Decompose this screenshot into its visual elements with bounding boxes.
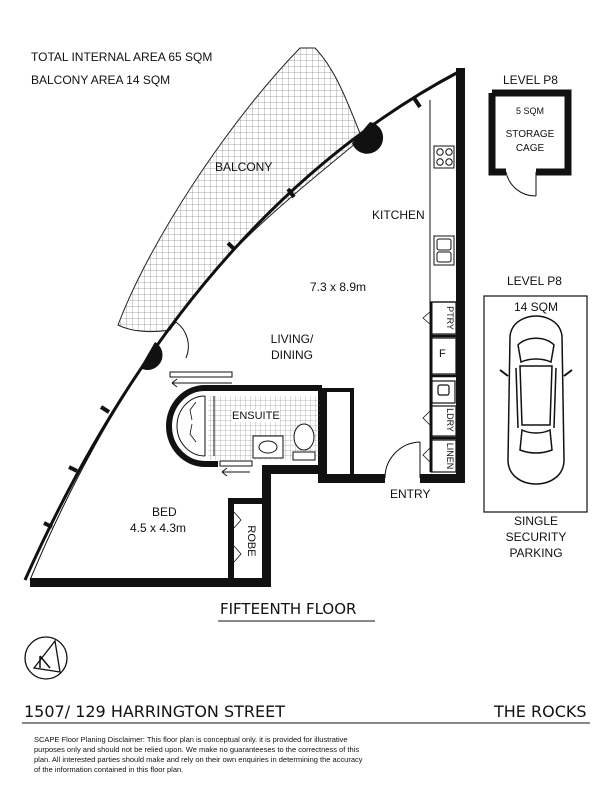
- kitchen-label: KITCHEN: [372, 208, 425, 222]
- storage-area-label: 5 SQM: [515, 106, 544, 116]
- disclaimer-line3: plan. All interested parties should make…: [34, 755, 363, 764]
- interior-walls: [30, 388, 465, 587]
- robe-door: [233, 511, 242, 563]
- total-internal-area: TOTAL INTERNAL AREA 65 SQM: [31, 50, 213, 64]
- robe-label: ROBE: [245, 525, 257, 556]
- laundry-label: LDRY: [445, 408, 455, 432]
- cabinet-door-swings: [422, 310, 432, 464]
- bed-label: BED: [152, 505, 177, 519]
- facade-mullions: [43, 96, 422, 529]
- parking-bay: [483, 295, 588, 513]
- ensuite-label: ENSUITE: [232, 410, 280, 422]
- linen-label: LINEN: [445, 443, 455, 470]
- cabinet-stack: [429, 301, 457, 473]
- living-sliding-door: [169, 371, 233, 388]
- north-arrow-icon: [24, 636, 68, 680]
- pantry-label: PTRY: [445, 306, 455, 330]
- suburb: THE ROCKS: [494, 702, 587, 721]
- balcony-door: [156, 321, 189, 359]
- toilet: [292, 423, 316, 461]
- car-icon: [499, 315, 573, 485]
- storage-level-label: LEVEL P8: [503, 73, 558, 87]
- parking-label-line3: PARKING: [509, 546, 563, 560]
- parking-level-label: LEVEL P8: [507, 274, 562, 288]
- column-west: [140, 342, 163, 371]
- kitchen-sink: [433, 235, 455, 266]
- disclaimer-line1: SCAPE Floor Planing Disclaimer: This flo…: [34, 735, 348, 744]
- east-wall: [456, 68, 465, 483]
- balcony-area-label: BALCONY AREA 14 SQM: [31, 73, 171, 87]
- entry-label: ENTRY: [390, 487, 431, 501]
- disclaimer-line4: of the information contained in this flo…: [34, 765, 184, 774]
- ensuite-walls: [166, 385, 322, 467]
- fridge-label: F: [439, 348, 446, 360]
- bed-dimensions: 4.5 x 4.3m: [130, 521, 187, 535]
- balcony-area: [117, 47, 363, 333]
- disclaimer-line2: purposes only and should not be relied u…: [34, 745, 360, 754]
- parking-area-label: 14 SQM: [513, 300, 558, 314]
- living-label-line2: DINING: [271, 348, 313, 362]
- parking-label-line2: SECURITY: [505, 530, 567, 544]
- entry-door: [384, 441, 421, 479]
- parking-label-line1: SINGLE: [513, 514, 558, 528]
- storage-cage-plan: [488, 89, 572, 197]
- storage-label-line2: CAGE: [515, 143, 545, 154]
- column-north: [352, 122, 384, 154]
- address: 1507/ 129 HARRINGTON STREET: [24, 702, 286, 721]
- living-dimensions: 7.3 x 8.9m: [310, 280, 367, 294]
- living-label-line1: LIVING/: [270, 332, 314, 346]
- cooktop: [433, 145, 455, 169]
- storage-label-line1: STORAGE: [505, 129, 555, 140]
- facade-wall-inner: [29, 73, 458, 581]
- ensuite-sliding-door: [219, 460, 253, 477]
- floor-label: FIFTEENTH FLOOR: [220, 600, 357, 618]
- shower-door: [189, 401, 197, 443]
- balcony-label: BALCONY: [215, 160, 273, 174]
- ensuite-basin: [252, 435, 284, 459]
